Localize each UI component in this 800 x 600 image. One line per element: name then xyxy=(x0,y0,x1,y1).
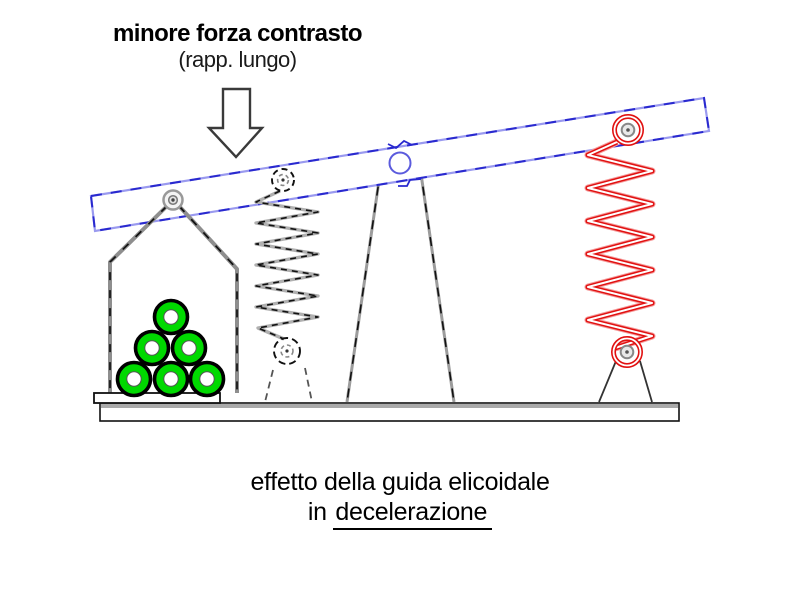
red-spring-stand xyxy=(598,360,653,403)
weight-rings xyxy=(115,298,226,398)
top-label-title: minore forza contrasto xyxy=(112,20,363,47)
weight-ring xyxy=(115,360,153,398)
weight-ring xyxy=(152,360,190,398)
red-spring-eye-bottom xyxy=(611,336,643,368)
beam-notch-bottom xyxy=(398,178,422,187)
black-spring-eye-top xyxy=(271,168,295,192)
helical-spring-black xyxy=(254,168,320,365)
top-label-subtitle: (rapp. lungo) xyxy=(178,46,297,72)
weight-ring xyxy=(152,298,190,336)
caption-line2: in decelerazione xyxy=(0,497,800,530)
caption-block: effetto della guida elicoidale in decele… xyxy=(0,468,800,530)
weight-platform xyxy=(93,392,221,404)
lever-beam xyxy=(89,96,711,233)
red-spring-eye-top xyxy=(612,114,644,146)
helical-spring-red xyxy=(584,114,656,368)
fulcrum-stand xyxy=(345,152,456,403)
down-arrow-icon xyxy=(206,87,265,159)
beam-pivot-hole xyxy=(388,151,412,175)
caption-line2-prefix: in xyxy=(307,497,334,526)
ground-base xyxy=(99,402,680,422)
caption-underlined-word: decelerazione xyxy=(333,497,493,530)
weight-hanger xyxy=(93,189,239,404)
caption-line1: effetto della guida elicoidale xyxy=(250,468,550,496)
top-label-block: minore forza contrasto (rapp. lungo) xyxy=(60,20,415,72)
black-spring-eye-bottom xyxy=(273,337,301,365)
beam-notch-top xyxy=(387,139,413,150)
weight-ring xyxy=(188,360,226,398)
weight-ring xyxy=(133,329,171,367)
black-spring-coil xyxy=(254,189,320,341)
weight-ring xyxy=(170,329,208,367)
black-spring-stand xyxy=(264,367,313,403)
